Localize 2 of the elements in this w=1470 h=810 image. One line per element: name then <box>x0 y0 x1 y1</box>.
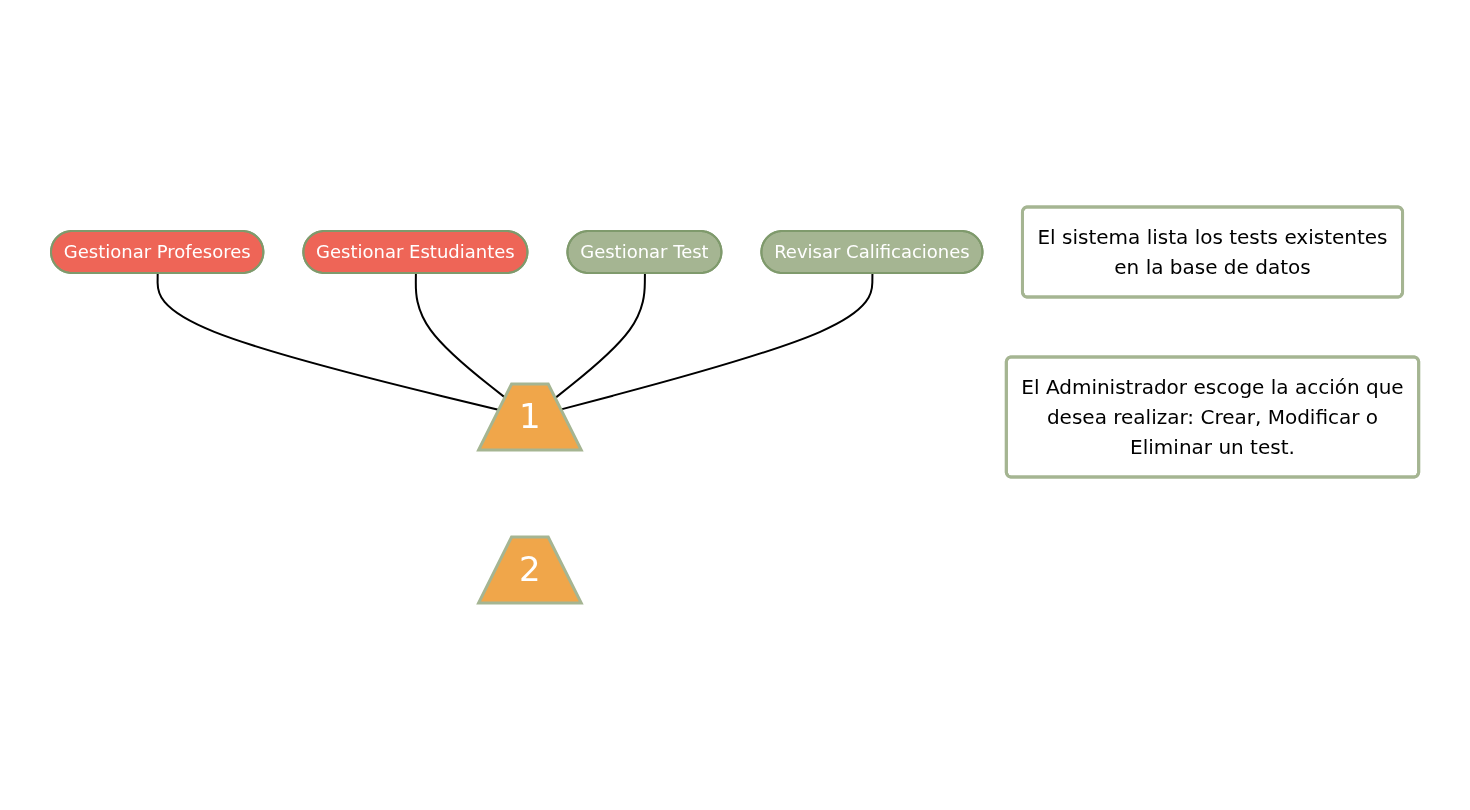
connector <box>554 272 647 399</box>
connector <box>560 272 874 411</box>
